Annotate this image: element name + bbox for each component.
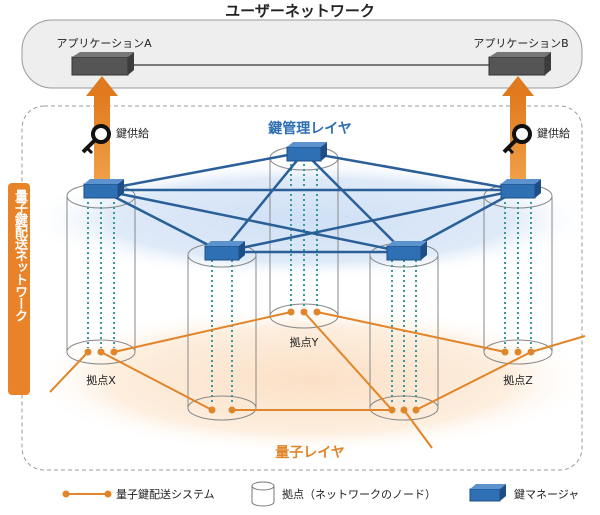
legend-site-label: 拠点（ネットワークのノード）	[282, 488, 436, 501]
legend-key-manager-icon	[469, 484, 506, 502]
legend-qkd-label: 量子鍵配送システム	[116, 487, 215, 501]
node-z-label: 拠点Z	[503, 374, 533, 387]
key-supply-label-left: 鍵供給	[116, 126, 149, 140]
dotted-links-z	[504, 202, 532, 348]
key-icon-left	[81, 124, 111, 155]
user-network-band	[21, 19, 583, 89]
dotted-links-x	[87, 202, 115, 348]
app-a-label: アプリケーションA	[56, 37, 152, 50]
app-b-box	[488, 52, 551, 76]
site-cylinder-z	[483, 183, 553, 365]
key-manager-y	[286, 142, 327, 162]
quantum-layer-label: 量子レイヤ	[275, 445, 345, 461]
key-management-layer-glow	[25, 160, 595, 280]
key-icon-right	[502, 124, 532, 155]
key-management-layer-label: 鍵管理レイヤ	[268, 120, 352, 137]
qkd-network-side-label: 量子鍵配送ネットワーク	[8, 183, 30, 395]
site-cylinder-w	[187, 242, 257, 421]
legend-site-icon	[251, 481, 275, 507]
legend: 量子鍵配送システム 拠点（ネットワークのノード） 鍵マネージャ	[62, 481, 579, 507]
quantum-layer-glow	[25, 305, 595, 455]
qkd-network-frame	[21, 105, 583, 471]
key-manager-w	[204, 241, 245, 261]
legend-qkd-line-icon	[62, 490, 112, 498]
app-a-box	[71, 52, 134, 76]
legend-key-manager-label: 鍵マネージャ	[514, 487, 579, 501]
qkd-endpoints	[84, 308, 535, 414]
node-x-label: 拠点X	[86, 374, 116, 387]
key-manager-v	[386, 241, 427, 261]
qkd-links	[49, 311, 586, 449]
key-manager-z	[500, 179, 541, 199]
dotted-links-v	[391, 260, 417, 404]
dotted-links-w	[211, 260, 233, 404]
key-manager-x	[83, 179, 124, 199]
user-network-title: ユーザーネットワーク	[225, 2, 375, 20]
side-label-text: 量子鍵配送ネットワーク	[12, 189, 27, 321]
node-y-label: 拠点Y	[290, 336, 319, 349]
key-supply-label-right: 鍵供給	[537, 126, 570, 140]
app-b-label: アプリケーションB	[473, 37, 568, 50]
